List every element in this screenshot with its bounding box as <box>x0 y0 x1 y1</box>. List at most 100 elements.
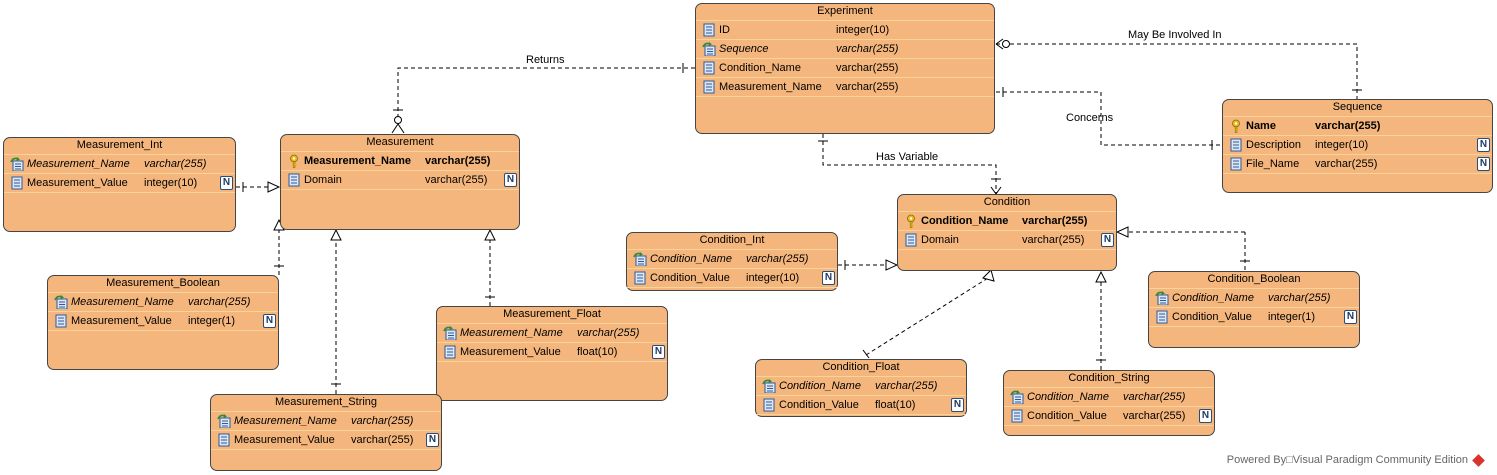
entity-title: Condition_Boolean <box>1149 272 1359 289</box>
column-name: Condition_Value <box>779 399 859 411</box>
column-icon <box>762 398 776 412</box>
column-name: Condition_Value <box>1172 311 1252 323</box>
column-name: Measurement_Value <box>27 177 128 189</box>
column-type: varchar(255) <box>351 434 414 446</box>
column-type: varchar(255) <box>1123 410 1186 422</box>
foreign-key-column-icon <box>762 379 776 394</box>
column-name: Name <box>1246 120 1276 132</box>
column-name: Measurement_Value <box>460 346 561 358</box>
key-icon <box>1229 119 1243 133</box>
key-icon <box>904 214 918 228</box>
nullable-badge: N <box>1477 157 1490 171</box>
entity-title: Measurement <box>281 135 519 152</box>
column-name: Measurement_Value <box>71 315 172 327</box>
entity-title: Measurement_Float <box>437 307 667 324</box>
may-be-involved-in-line <box>996 43 1358 99</box>
column-type: varchar(255) <box>1315 120 1381 132</box>
nullable-badge: N <box>263 314 276 328</box>
column-icon <box>702 80 716 94</box>
column-name: Condition_Name <box>921 215 1009 227</box>
column-type: varchar(255) <box>1022 234 1085 246</box>
column-icon <box>633 271 647 285</box>
column-type: float(10) <box>577 346 618 358</box>
key-icon <box>287 154 301 168</box>
column-type: varchar(255) <box>351 415 414 427</box>
nullable-badge: N <box>1199 409 1212 423</box>
column-type: integer(10) <box>836 24 890 36</box>
column-type: integer(10) <box>144 177 198 189</box>
nullable-badge: N <box>951 398 964 412</box>
entity-title: Condition_String <box>1004 371 1214 388</box>
foreign-key-column-icon <box>1155 291 1169 306</box>
column-type: integer(10) <box>746 272 800 284</box>
foreign-key-column-icon <box>443 326 457 341</box>
column-icon <box>1229 138 1243 152</box>
has-variable-label: Has Variable <box>876 151 939 163</box>
column-row[interactable]: Name varchar(255) <box>1223 117 1492 136</box>
column-icon <box>702 23 716 37</box>
entity-title: Experiment <box>696 4 994 21</box>
entity-title: Measurement_Int <box>4 138 235 155</box>
entity-title: Measurement_String <box>211 395 441 412</box>
column-icon <box>443 345 457 359</box>
column-type: varchar(255) <box>425 155 491 167</box>
column-icon <box>287 173 301 187</box>
column-type: varchar(255) <box>1315 158 1378 170</box>
column-name: Measurement_Name <box>27 158 130 170</box>
column-icon <box>904 233 918 247</box>
column-type: varchar(255) <box>836 81 899 93</box>
column-type: varchar(255) <box>836 62 899 74</box>
footer: Powered By□Visual Paradigm Community Edi… <box>1227 453 1485 467</box>
column-row[interactable]: Condition_Name varchar(255) <box>696 59 994 78</box>
column-name: Domain <box>921 234 959 246</box>
column-name: Description <box>1246 139 1302 151</box>
foreign-key-column-icon <box>217 414 231 429</box>
column-icon <box>702 61 716 75</box>
may-be-involved-in-label: May Be Involved In <box>1128 29 1222 41</box>
column-name: Condition_Name <box>719 62 801 74</box>
column-name: Sequence <box>719 43 769 55</box>
column-icon <box>1155 310 1169 324</box>
foreign-key-column-icon <box>10 157 24 172</box>
column-icon <box>54 314 68 328</box>
column-name: Measurement_Name <box>71 296 174 308</box>
column-name: Domain <box>304 174 342 186</box>
